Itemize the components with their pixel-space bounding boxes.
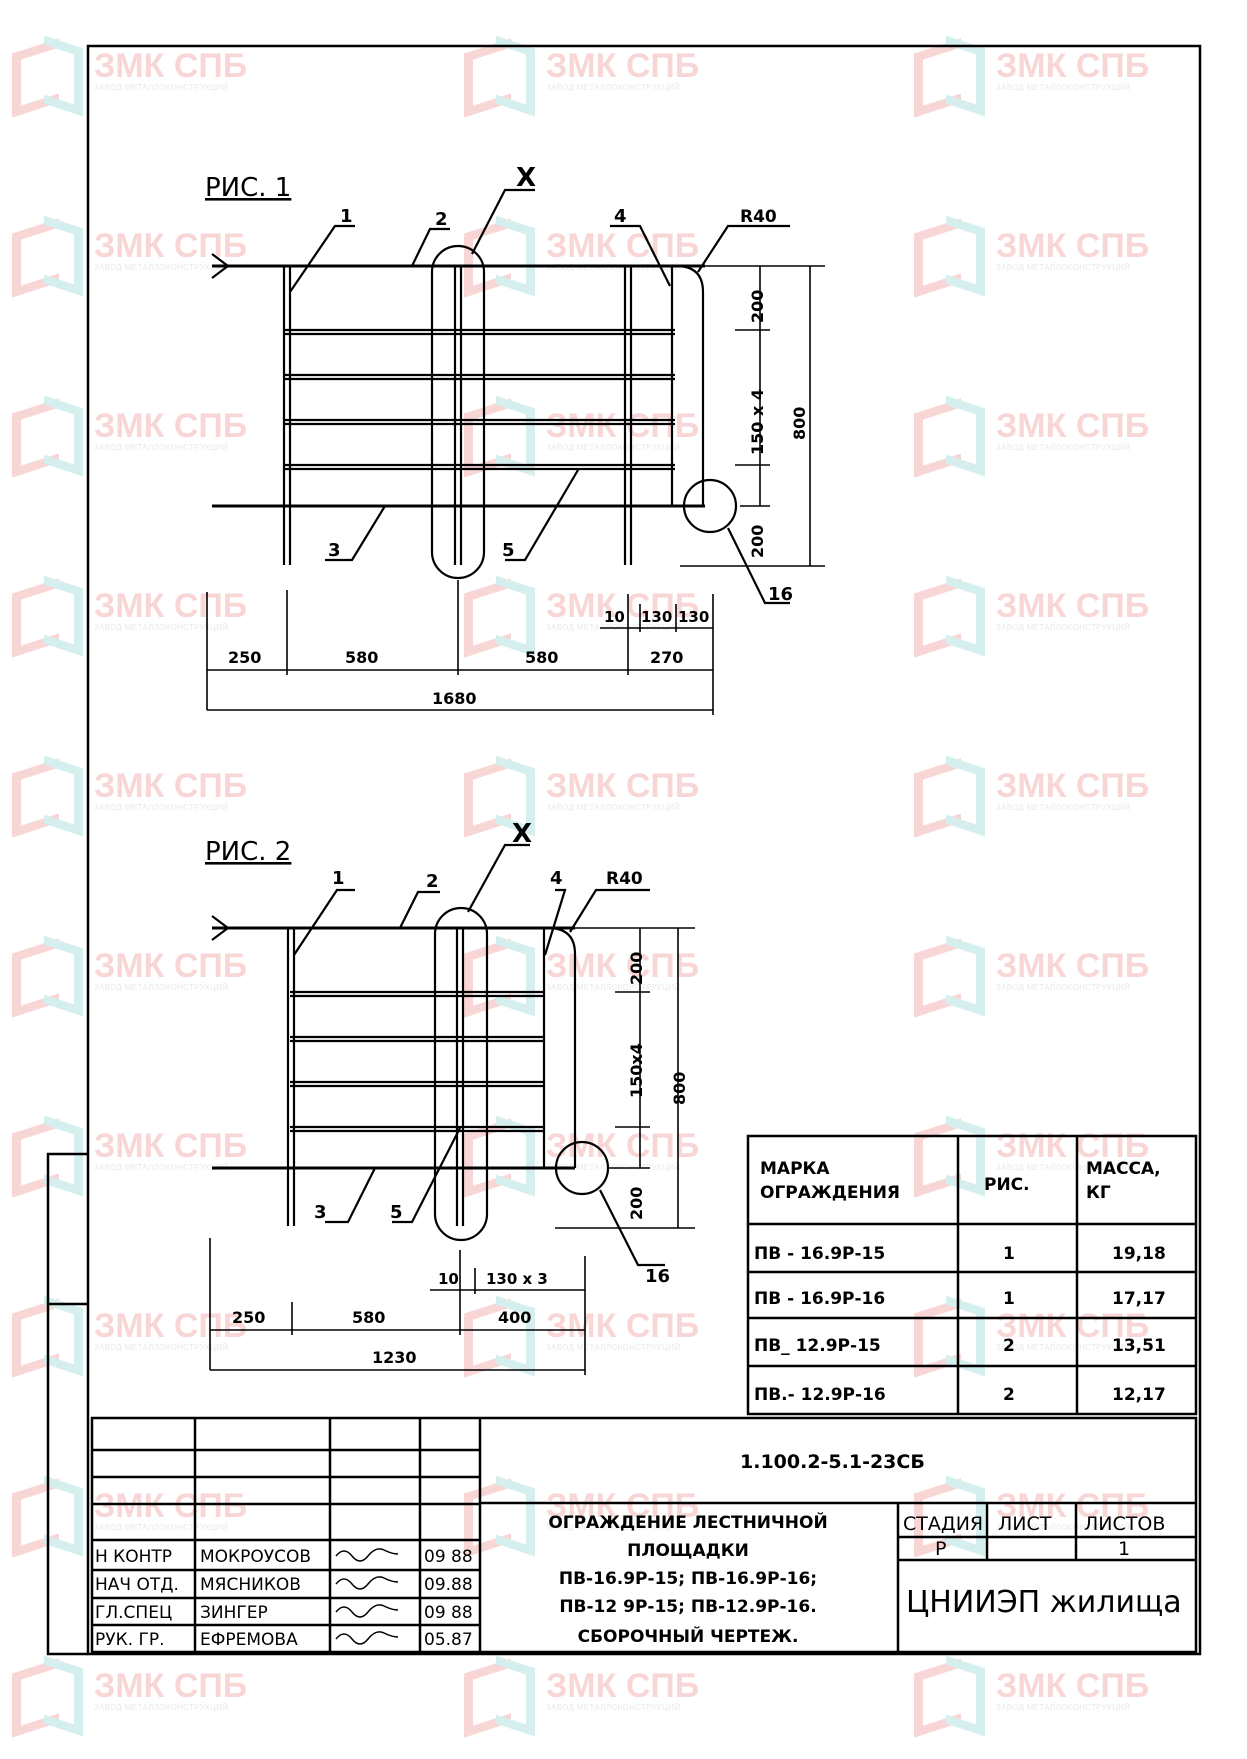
fig1-sdim-130-b: 130 — [678, 608, 709, 626]
fig2-callout-3: 3 — [314, 1202, 327, 1223]
fig1-hdim-270: 270 — [650, 648, 683, 667]
fig2-sdim-130x3: 130 х 3 — [486, 1270, 548, 1288]
table-cell: 1 — [1003, 1289, 1015, 1309]
table-cell: ПВ.- 12.9Р-16 — [754, 1385, 886, 1405]
fig2-callout-2: 2 — [426, 871, 439, 892]
table-cell: 19,18 — [1112, 1244, 1166, 1264]
fig1-vdim-200-bottom: 200 — [748, 525, 767, 558]
table-cell: 2 — [1003, 1385, 1015, 1405]
signer-date: 09 88 — [424, 1547, 473, 1567]
fig2-hdim-1230: 1230 — [372, 1348, 417, 1367]
figure-1: РИС. 1 — [205, 163, 825, 715]
table-cell: ПВ_ 12.9Р-15 — [754, 1336, 881, 1356]
fig1-callout-16: 16 — [768, 584, 793, 605]
fig1-hdim-1680: 1680 — [432, 689, 477, 708]
table-cell: 12,17 — [1112, 1385, 1166, 1405]
signer-name: МОКРОУСОВ — [200, 1547, 311, 1567]
fig1-hdim-580-a: 580 — [345, 648, 378, 667]
stage-header: СТАДИЯ — [903, 1513, 983, 1535]
table-cell: ПВ - 16.9Р-16 — [754, 1289, 885, 1309]
fig1-title: РИС. 1 — [205, 173, 291, 203]
fig2-node-x: X — [512, 819, 532, 849]
signer-date: 09 88 — [424, 1603, 473, 1623]
table-cell: ПВ - 16.9Р-15 — [754, 1244, 885, 1264]
title-block: 1.100.2-5.1-23СБ ОГРАЖДЕНИЕ ЛЕСТНИЧНОЙ П… — [90, 1416, 1198, 1654]
doc-code: 1.100.2-5.1-23СБ — [740, 1451, 925, 1473]
fig1-callout-3: 3 — [328, 540, 341, 561]
doc-title-line-4: ПВ-12 9Р-15; ПВ-12.9Р-16. — [559, 1597, 816, 1617]
signer-role: ГЛ.СПЕЦ — [95, 1603, 172, 1623]
signer-date: 09.88 — [424, 1575, 473, 1595]
table-cell: 17,17 — [1112, 1289, 1166, 1309]
fig2-callout-4: 4 — [550, 868, 563, 889]
fig2-callout-5: 5 — [390, 1202, 403, 1223]
sheet-header: ЛИСТ — [998, 1513, 1052, 1535]
fig2-sdim-10: 10 — [438, 1270, 459, 1288]
doc-title-line-1: ОГРАЖДЕНИЕ ЛЕСТНИЧНОЙ — [548, 1511, 827, 1533]
sheets-header: ЛИСТОВ — [1084, 1513, 1165, 1535]
fig2-vdim-200-bottom: 200 — [627, 1187, 646, 1220]
signer-date: 05.87 — [424, 1630, 473, 1650]
fig2-hdim-400: 400 — [498, 1308, 531, 1327]
fig2-callout-1: 1 — [332, 868, 345, 889]
signer-role: РУК. ГР. — [95, 1630, 165, 1650]
signature-scribble — [335, 1631, 399, 1645]
fig1-vdim-200-top: 200 — [748, 290, 767, 323]
sheets-value: 1 — [1118, 1538, 1130, 1560]
fig1-vdim-150x4: 150 х 4 — [748, 389, 767, 455]
fig1-callout-5: 5 — [502, 540, 515, 561]
fig1-sdim-10: 10 — [604, 608, 625, 626]
signature-scribble — [335, 1576, 399, 1590]
fig1-vdim-800: 800 — [790, 407, 809, 440]
fig1-callout-2: 2 — [435, 209, 448, 230]
table-cell: 1 — [1003, 1244, 1015, 1264]
signature-scribble — [335, 1604, 399, 1618]
fig1-hdim-580-b: 580 — [525, 648, 558, 667]
fig1-node-x: X — [516, 163, 536, 193]
fig2-callout-16: 16 — [645, 1266, 670, 1287]
fig2-title: РИС. 2 — [205, 837, 291, 867]
stage-value: Р — [935, 1538, 946, 1560]
fig2-vdim-800: 800 — [670, 1072, 689, 1105]
table-cell: 2 — [1003, 1336, 1015, 1356]
figure-2: РИС. 2 — [205, 819, 695, 1375]
doc-title-line-3: ПВ-16.9Р-15; ПВ-16.9Р-16; — [559, 1569, 817, 1589]
doc-title-line-2: ПЛОЩАДКИ — [627, 1541, 749, 1561]
signer-role: Н КОНТР — [95, 1547, 172, 1567]
fig2-hdim-580: 580 — [352, 1308, 385, 1327]
table-cell: 13,51 — [1112, 1336, 1166, 1356]
signer-role: НАЧ ОТД. — [95, 1575, 179, 1595]
fig1-callout-4: 4 — [614, 206, 627, 227]
table-header-fig: РИС. — [984, 1175, 1030, 1195]
fig2-vdim-200-top: 200 — [627, 952, 646, 985]
fig2-hdim-250: 250 — [232, 1308, 265, 1327]
fig1-radius-label: R40 — [740, 207, 777, 227]
signer-name: МЯСНИКОВ — [200, 1575, 301, 1595]
fig2-vdim-150x4: 150х4 — [627, 1043, 646, 1098]
fig1-sdim-130-a: 130 — [641, 608, 672, 626]
organization-name: ЦНИИЭП жилища — [906, 1585, 1182, 1620]
fig2-radius-label: R40 — [606, 869, 643, 889]
table-header-mass: МАССА,КГ — [1086, 1159, 1161, 1203]
fig1-hdim-250: 250 — [228, 648, 261, 667]
signer-name: ЕФРЕМОВА — [200, 1630, 298, 1650]
drawing-frame — [86, 44, 1202, 1656]
fig1-callout-1: 1 — [340, 206, 353, 227]
signer-name: ЗИНГЕР — [200, 1603, 268, 1623]
margin-strip — [46, 1152, 88, 1656]
signature-scribble — [335, 1548, 399, 1562]
doc-title-line-5: СБОРОЧНЫЙ ЧЕРТЕЖ. — [578, 1625, 799, 1647]
